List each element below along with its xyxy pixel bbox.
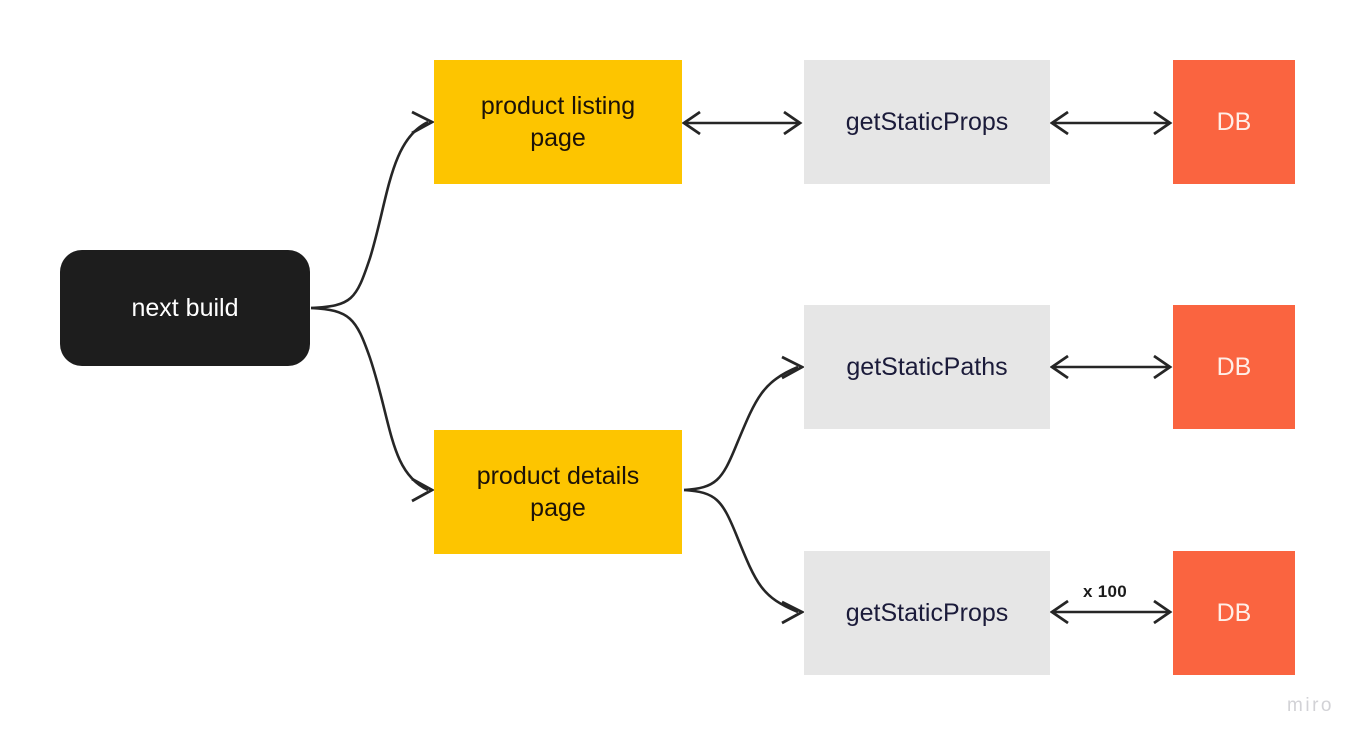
node-getstaticprops-top[interactable]: getStaticProps	[804, 60, 1050, 184]
node-db-bottom[interactable]: DB	[1173, 551, 1295, 675]
edge-getstaticprops-to-db-bottom	[1049, 599, 1173, 625]
node-getstaticpaths[interactable]: getStaticPaths	[804, 305, 1050, 429]
node-db-top[interactable]: DB	[1173, 60, 1295, 184]
miro-watermark: miro	[1287, 695, 1334, 716]
node-next-build[interactable]: next build	[60, 250, 310, 366]
edge-build-to-listing-page	[310, 110, 436, 310]
edge-listing-page-to-getstaticprops	[681, 110, 803, 136]
node-db-middle[interactable]: DB	[1173, 305, 1295, 429]
node-product-listing-page[interactable]: product listing page	[434, 60, 682, 184]
node-product-details-page[interactable]: product details page	[434, 430, 682, 554]
edge-details-page-to-getstaticpaths	[683, 355, 806, 492]
edge-details-page-to-getstaticprops	[683, 488, 806, 625]
edge-getstaticpaths-to-db-middle	[1049, 354, 1173, 380]
node-getstaticprops-bottom[interactable]: getStaticProps	[804, 551, 1050, 675]
edge-label-multiplier: x 100	[1083, 582, 1128, 601]
edge-getstaticprops-to-db-top	[1049, 110, 1173, 136]
edge-build-to-details-page	[310, 306, 435, 503]
